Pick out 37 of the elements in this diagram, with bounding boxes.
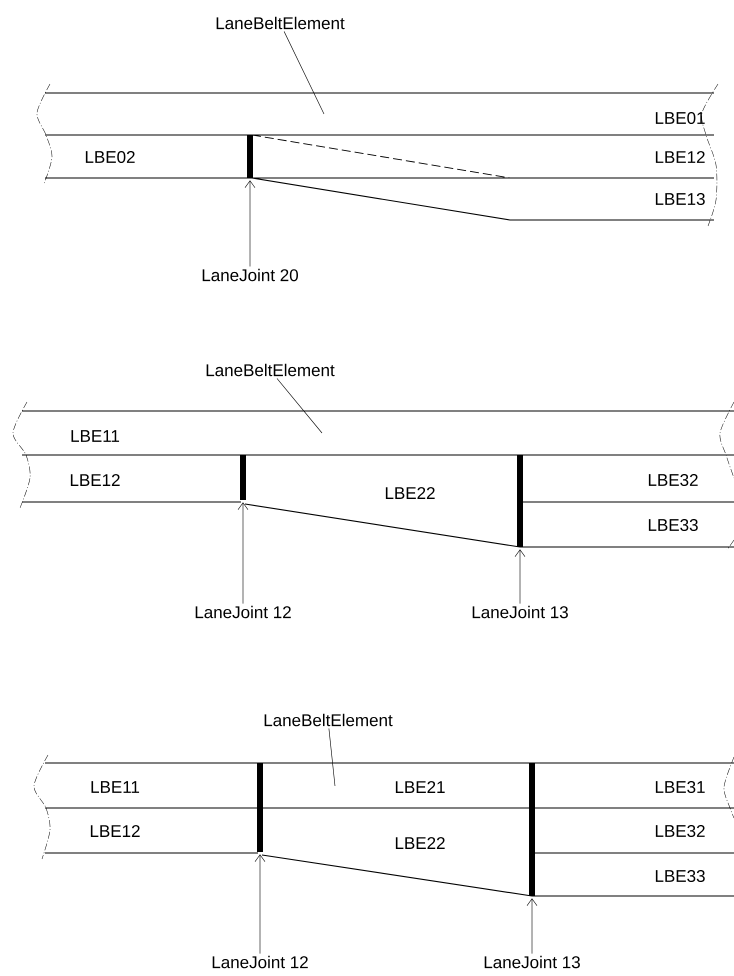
lane-label: LBE31 — [656, 780, 705, 794]
lane-label: LBE02 — [86, 150, 135, 164]
arrow — [526, 898, 538, 954]
lane-label: LBE33 — [648, 518, 698, 532]
lane-label: LBE22 — [396, 837, 445, 849]
joint-bar — [529, 763, 535, 896]
lane-label: LBE33 — [656, 870, 705, 882]
joint-label: LaneJoint 12 — [196, 606, 291, 618]
lane-label: LBE12 — [70, 474, 120, 486]
joint-bar — [240, 455, 246, 500]
joint-bar — [517, 455, 523, 547]
lane-label: LBE21 — [396, 781, 445, 793]
joint-label: LaneJoint 13 — [484, 956, 580, 968]
lane-label: LBE22 — [386, 487, 435, 499]
joint-bar — [257, 763, 263, 852]
element-label: LaneBeltElement — [216, 16, 345, 30]
lane-label: LBE13 — [656, 192, 705, 206]
lane-label: LBE11 — [72, 430, 120, 442]
arrow — [244, 180, 256, 267]
lane-label: LBE12 — [656, 151, 705, 163]
leader-line — [284, 31, 324, 114]
arrow — [238, 502, 248, 604]
lane-label: LBE01 — [656, 112, 705, 124]
lane-label: LBE32 — [648, 474, 698, 486]
joint-label: LaneJoint 12 — [212, 956, 308, 968]
element-label: LaneBeltElement — [206, 364, 335, 376]
lane-label: LBE32 — [656, 824, 705, 838]
arrow — [254, 854, 266, 954]
lane-label: LBE12 — [90, 825, 140, 837]
lane-label: LBE11 — [92, 781, 140, 793]
leader-line — [276, 378, 322, 434]
joint-bar — [247, 135, 253, 178]
leader-line — [328, 728, 336, 786]
joint-label: LaneJoint 13 — [472, 606, 568, 618]
joint-label: LaneJoint 20 — [202, 268, 298, 282]
element-label: LaneBeltElement — [264, 714, 393, 726]
arrow — [514, 549, 526, 604]
